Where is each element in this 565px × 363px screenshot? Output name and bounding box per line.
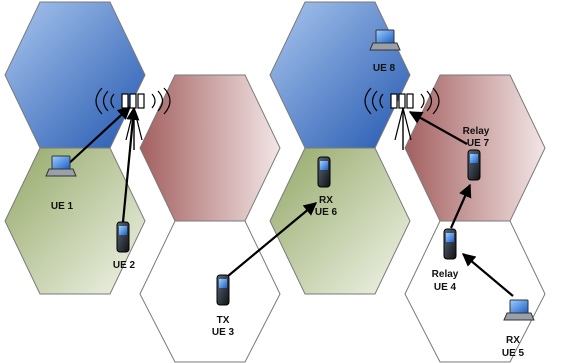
link-ue3-ue6 [227, 202, 318, 277]
label-ue8: UE 8 [373, 63, 396, 74]
smartphone-icon [116, 221, 130, 253]
cell-white-bottom-left [139, 220, 281, 363]
smartphone-icon [443, 228, 457, 260]
label-ue5: UE 5 [502, 348, 525, 359]
link-ue5-ue4 [461, 253, 514, 297]
label-ue6: UE 6 [315, 207, 338, 218]
label-ue3: UE 3 [212, 327, 235, 338]
node-labels: UE 1 UE 2 TX UE 3 RX UE 6 UE 8 Relay UE … [51, 63, 525, 359]
label-ue4: UE 4 [434, 282, 457, 293]
link-ue1-bs1 [65, 106, 131, 167]
cell-green-left [4, 147, 146, 295]
laptop-icon [369, 29, 401, 51]
label-ue6-role: RX [319, 195, 333, 206]
cell-blue-left [4, 1, 146, 149]
cell-red-left [139, 74, 281, 222]
links [65, 106, 514, 297]
smartphone-icon [467, 149, 481, 181]
smartphone-icon [317, 156, 331, 188]
link-ue4-ue7 [449, 183, 472, 229]
hex-cells [4, 1, 546, 363]
laptop-icon [503, 299, 535, 321]
cell-blue-right [269, 1, 411, 149]
tower-antenna-icon [95, 87, 171, 150]
cell-white-bottom-right [404, 220, 546, 363]
label-ue2: UE 2 [113, 260, 136, 271]
label-ue1: UE 1 [51, 201, 74, 212]
label-ue7-role: Relay [463, 126, 490, 137]
label-ue3-role: TX [217, 315, 230, 326]
label-ue5-role: RX [506, 335, 520, 346]
laptop-icon [45, 155, 77, 177]
label-ue4-role: Relay [432, 269, 459, 280]
tower-antenna-icon [364, 87, 440, 150]
smartphone-icon [216, 274, 230, 306]
link-ue7-bs2 [408, 111, 468, 145]
link-ue2-bs1 [121, 106, 140, 223]
label-ue7: UE 7 [467, 138, 490, 149]
cell-green-middle [269, 147, 411, 295]
